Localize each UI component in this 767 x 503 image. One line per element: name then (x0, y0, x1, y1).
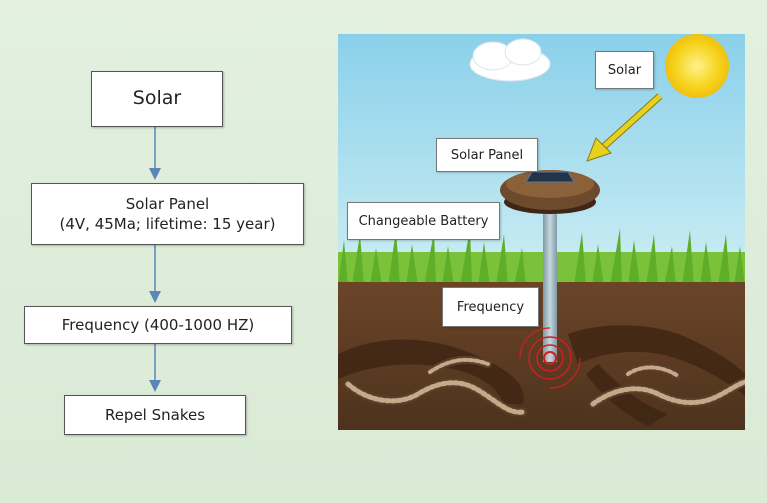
label-solar-panel: Solar Panel (436, 138, 538, 172)
sun-icon (665, 34, 729, 98)
flow-step-repel-snakes-text: Repel Snakes (104, 405, 206, 424)
illustration-scene (338, 34, 745, 430)
flow-step-frequency-text: Frequency (400-1000 HZ) (61, 315, 255, 334)
label-changeable-battery: Changeable Battery (347, 202, 500, 240)
sun-ray-arrow-icon (586, 93, 663, 162)
cloud-icon (469, 38, 551, 82)
grass-blades (338, 228, 745, 286)
stake-pole (543, 202, 557, 362)
label-frequency-text: Frequency (456, 299, 525, 315)
solar-device-icon (500, 170, 600, 214)
flow-step-solar: Solar (91, 71, 223, 127)
flow-step-repel-snakes: Repel Snakes (64, 395, 246, 435)
label-solar: Solar (595, 51, 654, 89)
snake-left-icon (343, 355, 528, 417)
label-changeable-battery-text: Changeable Battery (358, 213, 489, 229)
scene-graphic (338, 34, 745, 430)
label-solar-text: Solar (607, 62, 642, 78)
flow-step-solar-panel-text: Solar Panel (4V, 45Ma; lifetime: 15 year… (59, 194, 276, 233)
frequency-waves-icon (519, 327, 581, 389)
label-frequency: Frequency (442, 287, 539, 327)
flow-step-frequency: Frequency (400-1000 HZ) (24, 306, 292, 344)
flow-step-solar-panel: Solar Panel (4V, 45Ma; lifetime: 15 year… (31, 183, 304, 245)
snake-right-icon (588, 363, 745, 409)
burrow-tunnels (338, 325, 745, 426)
grass (338, 252, 745, 286)
label-solar-panel-text: Solar Panel (450, 147, 524, 163)
flow-step-solar-text: Solar (132, 87, 182, 110)
